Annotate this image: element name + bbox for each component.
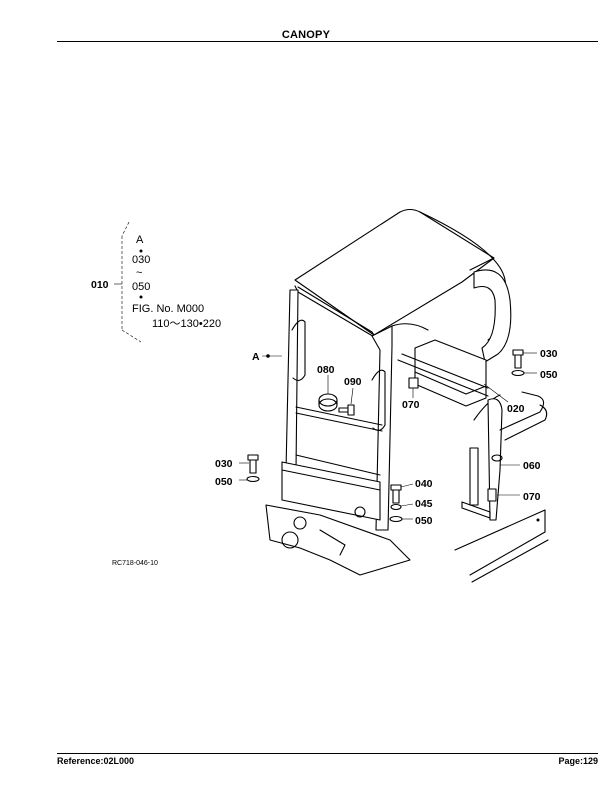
callout-a: A (252, 351, 260, 363)
note-line-range: 110～130•220 (152, 318, 221, 330)
note-line-050: 050 (132, 281, 150, 293)
callout-070-upper: 070 (402, 399, 420, 411)
note-line-a: A (136, 234, 144, 246)
callout-050-center: 050 (415, 515, 433, 527)
callout-070-lower: 070 (523, 491, 541, 503)
header-divider (57, 41, 598, 42)
note-line-fig: FIG. No. M000 (132, 303, 204, 315)
page-title: CANOPY (281, 29, 331, 41)
footer-divider (57, 753, 598, 754)
callout-050-left: 050 (215, 476, 233, 488)
group-note: 010 A 030 ~ 050 FIG. No. M000 110～130•22… (91, 221, 221, 343)
reference-label: Reference:02L000 (57, 756, 135, 766)
callout-020: 020 (507, 403, 525, 415)
callout-060: 060 (523, 460, 541, 472)
note-line-tilde: ~ (136, 267, 142, 279)
callout-040: 040 (415, 478, 433, 490)
callout-045: 045 (415, 498, 433, 510)
note-dot (139, 249, 143, 253)
callout-080: 080 (317, 364, 335, 376)
callout-030-left: 030 (215, 458, 233, 470)
canopy-frame (265, 208, 549, 583)
callout-010: 010 (91, 279, 109, 291)
callout-030-right: 030 (540, 348, 558, 360)
note-line-030: 030 (132, 254, 150, 266)
callouts: A 080 090 070 020 030 050 030 050 040 04… (112, 348, 558, 567)
callout-050-right: 050 (540, 369, 558, 381)
figure-code: RC718-046-10 (112, 560, 158, 567)
page-number: Page:129 (558, 756, 598, 766)
callout-090: 090 (344, 376, 362, 388)
note-dot (139, 295, 143, 299)
